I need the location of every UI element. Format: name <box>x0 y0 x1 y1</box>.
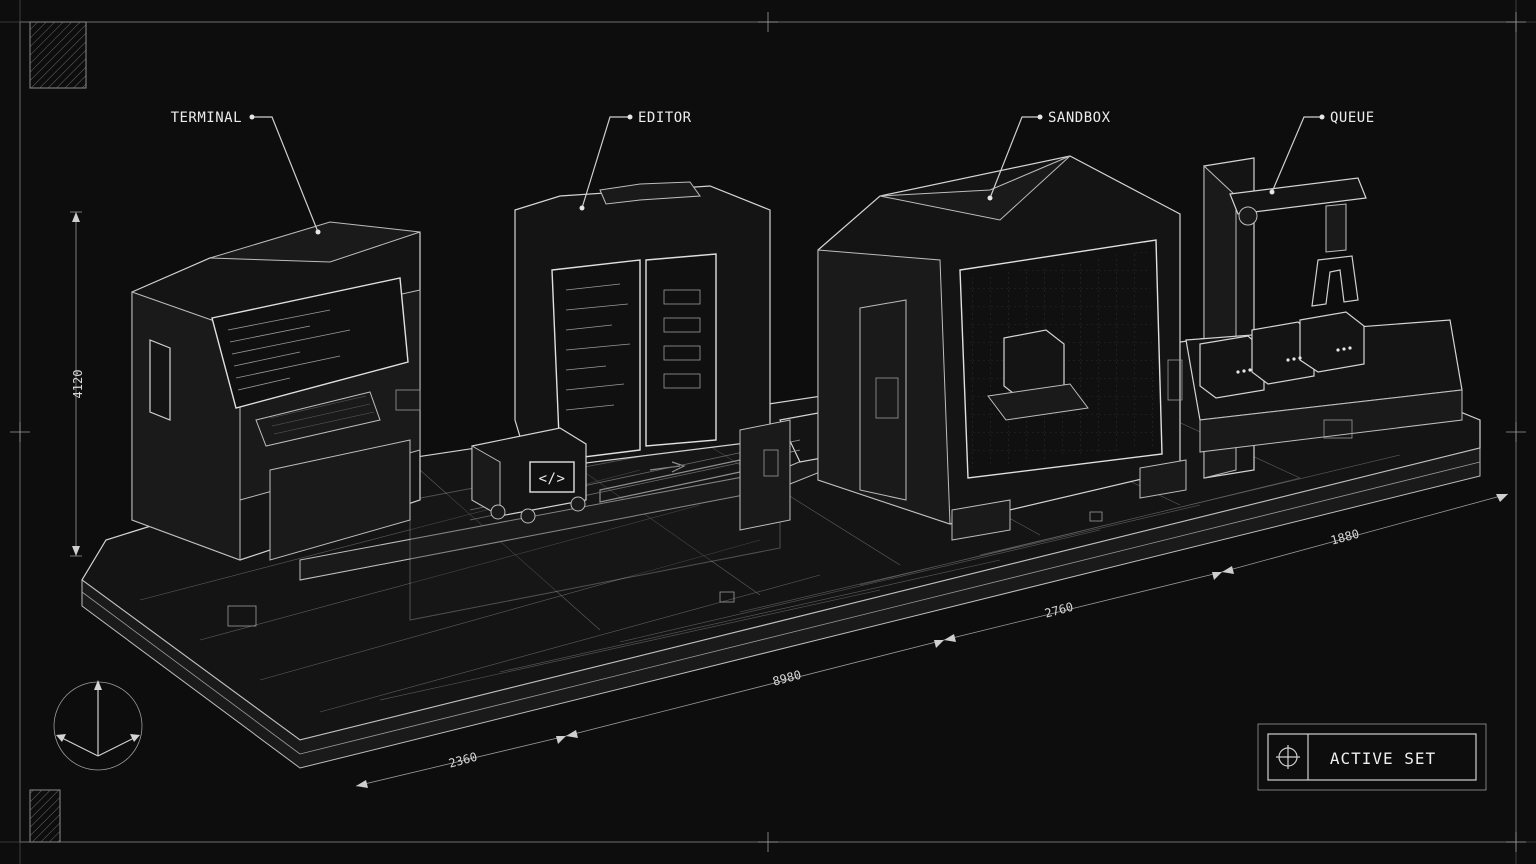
terminal-station <box>131 221 421 627</box>
dim-total-label: 8980 <box>771 668 803 689</box>
keyboard <box>255 391 381 447</box>
dimension-height: 4120 <box>70 211 85 557</box>
label-sandbox: SANDBOX <box>1048 110 1111 126</box>
crane-claw <box>1311 255 1359 307</box>
crane-arm <box>1229 177 1367 215</box>
callout-editor: EDITOR <box>579 110 692 211</box>
dim-height-label: 4120 <box>71 370 85 399</box>
callout-queue: QUEUE <box>1269 110 1375 195</box>
sandbox-station <box>817 155 1187 541</box>
dim-right-label: 1880 <box>1329 527 1361 548</box>
conveyor-track <box>299 397 921 621</box>
active-set-badge: ACTIVE SET <box>1257 723 1487 791</box>
label-queue: QUEUE <box>1330 110 1375 126</box>
label-editor: EDITOR <box>638 110 692 126</box>
dim-mid-label: 2760 <box>1043 600 1075 621</box>
callout-terminal: TERMINAL <box>171 110 321 235</box>
queue-station <box>1185 157 1463 479</box>
cart-code-symbol: </> <box>539 471 566 487</box>
editor-station <box>514 181 791 531</box>
code-cart: </> <box>471 427 587 524</box>
corner-hatch-bottom-left <box>29 789 61 843</box>
terminal-screen <box>211 277 409 409</box>
axis-compass-icon <box>53 680 143 771</box>
corner-hatch-top-left <box>29 21 87 89</box>
queue-crates <box>1199 311 1365 399</box>
callout-sandbox: SANDBOX <box>987 110 1111 201</box>
editor-panel-left <box>551 259 641 461</box>
editor-panel-right <box>645 253 717 447</box>
dim-front-label: 2360 <box>447 750 479 771</box>
label-terminal: TERMINAL <box>171 110 242 126</box>
active-set-label: ACTIVE SET <box>1330 749 1436 768</box>
